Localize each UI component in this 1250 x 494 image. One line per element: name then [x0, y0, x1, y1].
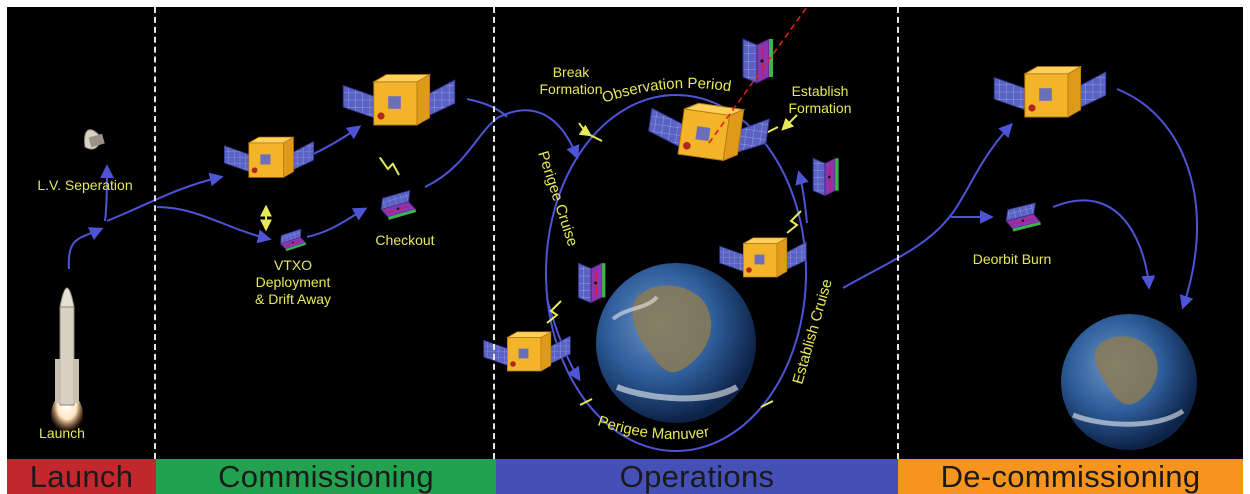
optics-satellite-icon	[224, 136, 314, 178]
establish-formation-line: Formation	[788, 100, 852, 116]
fairing-icon	[84, 129, 105, 150]
phase-label-operations: Operations	[619, 458, 775, 494]
launch-label: Launch	[39, 425, 85, 441]
vtxo-deployment-label: VTXO Deployment & Drift Away	[243, 257, 343, 308]
earth-icon	[596, 263, 756, 423]
optics-reentry-arrow	[1116, 88, 1199, 310]
establish-cruise-label: Establish Cruise	[790, 277, 836, 386]
checkout-label: Checkout	[375, 232, 435, 248]
detector-satellite-icon	[577, 262, 607, 304]
phase-divider	[493, 7, 495, 459]
phase-bar-operations: Operations	[496, 459, 898, 494]
detector-satellite-icon	[277, 228, 307, 253]
deploy-to-checkout-arrow	[306, 207, 368, 238]
phase-divider	[897, 7, 899, 459]
link-zigzag-icon	[786, 210, 802, 234]
vtxo-label-line: VTXO	[273, 257, 313, 273]
cube-to-optics-arrow	[306, 125, 362, 158]
establish-formation-line: Establish	[791, 83, 849, 99]
break-formation-label: Break Formation	[531, 64, 611, 98]
operations-orbit	[545, 94, 807, 452]
phase-bar-commissioning: Commissioning	[156, 459, 496, 494]
optics-satellite-icon	[342, 74, 456, 126]
optics-satellite-icon	[645, 96, 771, 167]
phase-label-commissioning: Commissioning	[218, 458, 434, 494]
orbit-direction-2	[795, 170, 809, 224]
lv-separation-label: L.V. Seperation	[37, 177, 133, 193]
detector-satellite-icon	[377, 189, 417, 222]
ascent-arrow	[67, 227, 104, 270]
diagram-canvas: Observation Period Perigee Manuver Perig…	[7, 7, 1243, 459]
vtxo-label-line: & Drift Away	[255, 291, 331, 307]
deorbit-burn-label: Deorbit Burn	[972, 251, 1052, 267]
line-of-sight-icon	[708, 7, 808, 144]
optics-to-orbit-arrow	[466, 98, 508, 118]
vtxo-label-line: Deployment	[255, 274, 331, 290]
rocket-icon	[51, 287, 83, 437]
earth-icon	[1061, 314, 1197, 450]
phase-bar-launch: Launch	[7, 459, 156, 494]
checkout-to-orbit-arrow	[424, 109, 580, 188]
optics-satellite-icon	[993, 66, 1107, 118]
phase-bar-decommissioning: De-commissioning	[898, 459, 1243, 494]
detector-reentry-arrow	[1052, 199, 1156, 290]
phase-label-launch: Launch	[29, 458, 134, 494]
optics-satellite-icon	[483, 331, 571, 372]
separation-arrow	[99, 164, 114, 222]
break-formation-line: Break	[552, 64, 590, 80]
link-zigzag-icon	[376, 156, 403, 176]
detector-satellite-icon	[1002, 202, 1042, 234]
phase-divider	[154, 7, 156, 459]
optics-satellite-icon	[719, 237, 807, 278]
diagram-artwork: Observation Period Perigee Manuver Perig…	[51, 7, 1199, 452]
exit-orbit-arrow	[842, 122, 1013, 289]
drift-arrow-1	[156, 206, 272, 244]
phase-label-decommissioning: De-commissioning	[940, 458, 1201, 494]
transfer-arrow	[106, 172, 224, 222]
formation-markers	[260, 114, 798, 408]
detector-satellite-icon	[812, 157, 840, 197]
establish-formation-label: Establish Formation	[773, 83, 867, 117]
break-formation-line: Formation	[539, 81, 603, 97]
